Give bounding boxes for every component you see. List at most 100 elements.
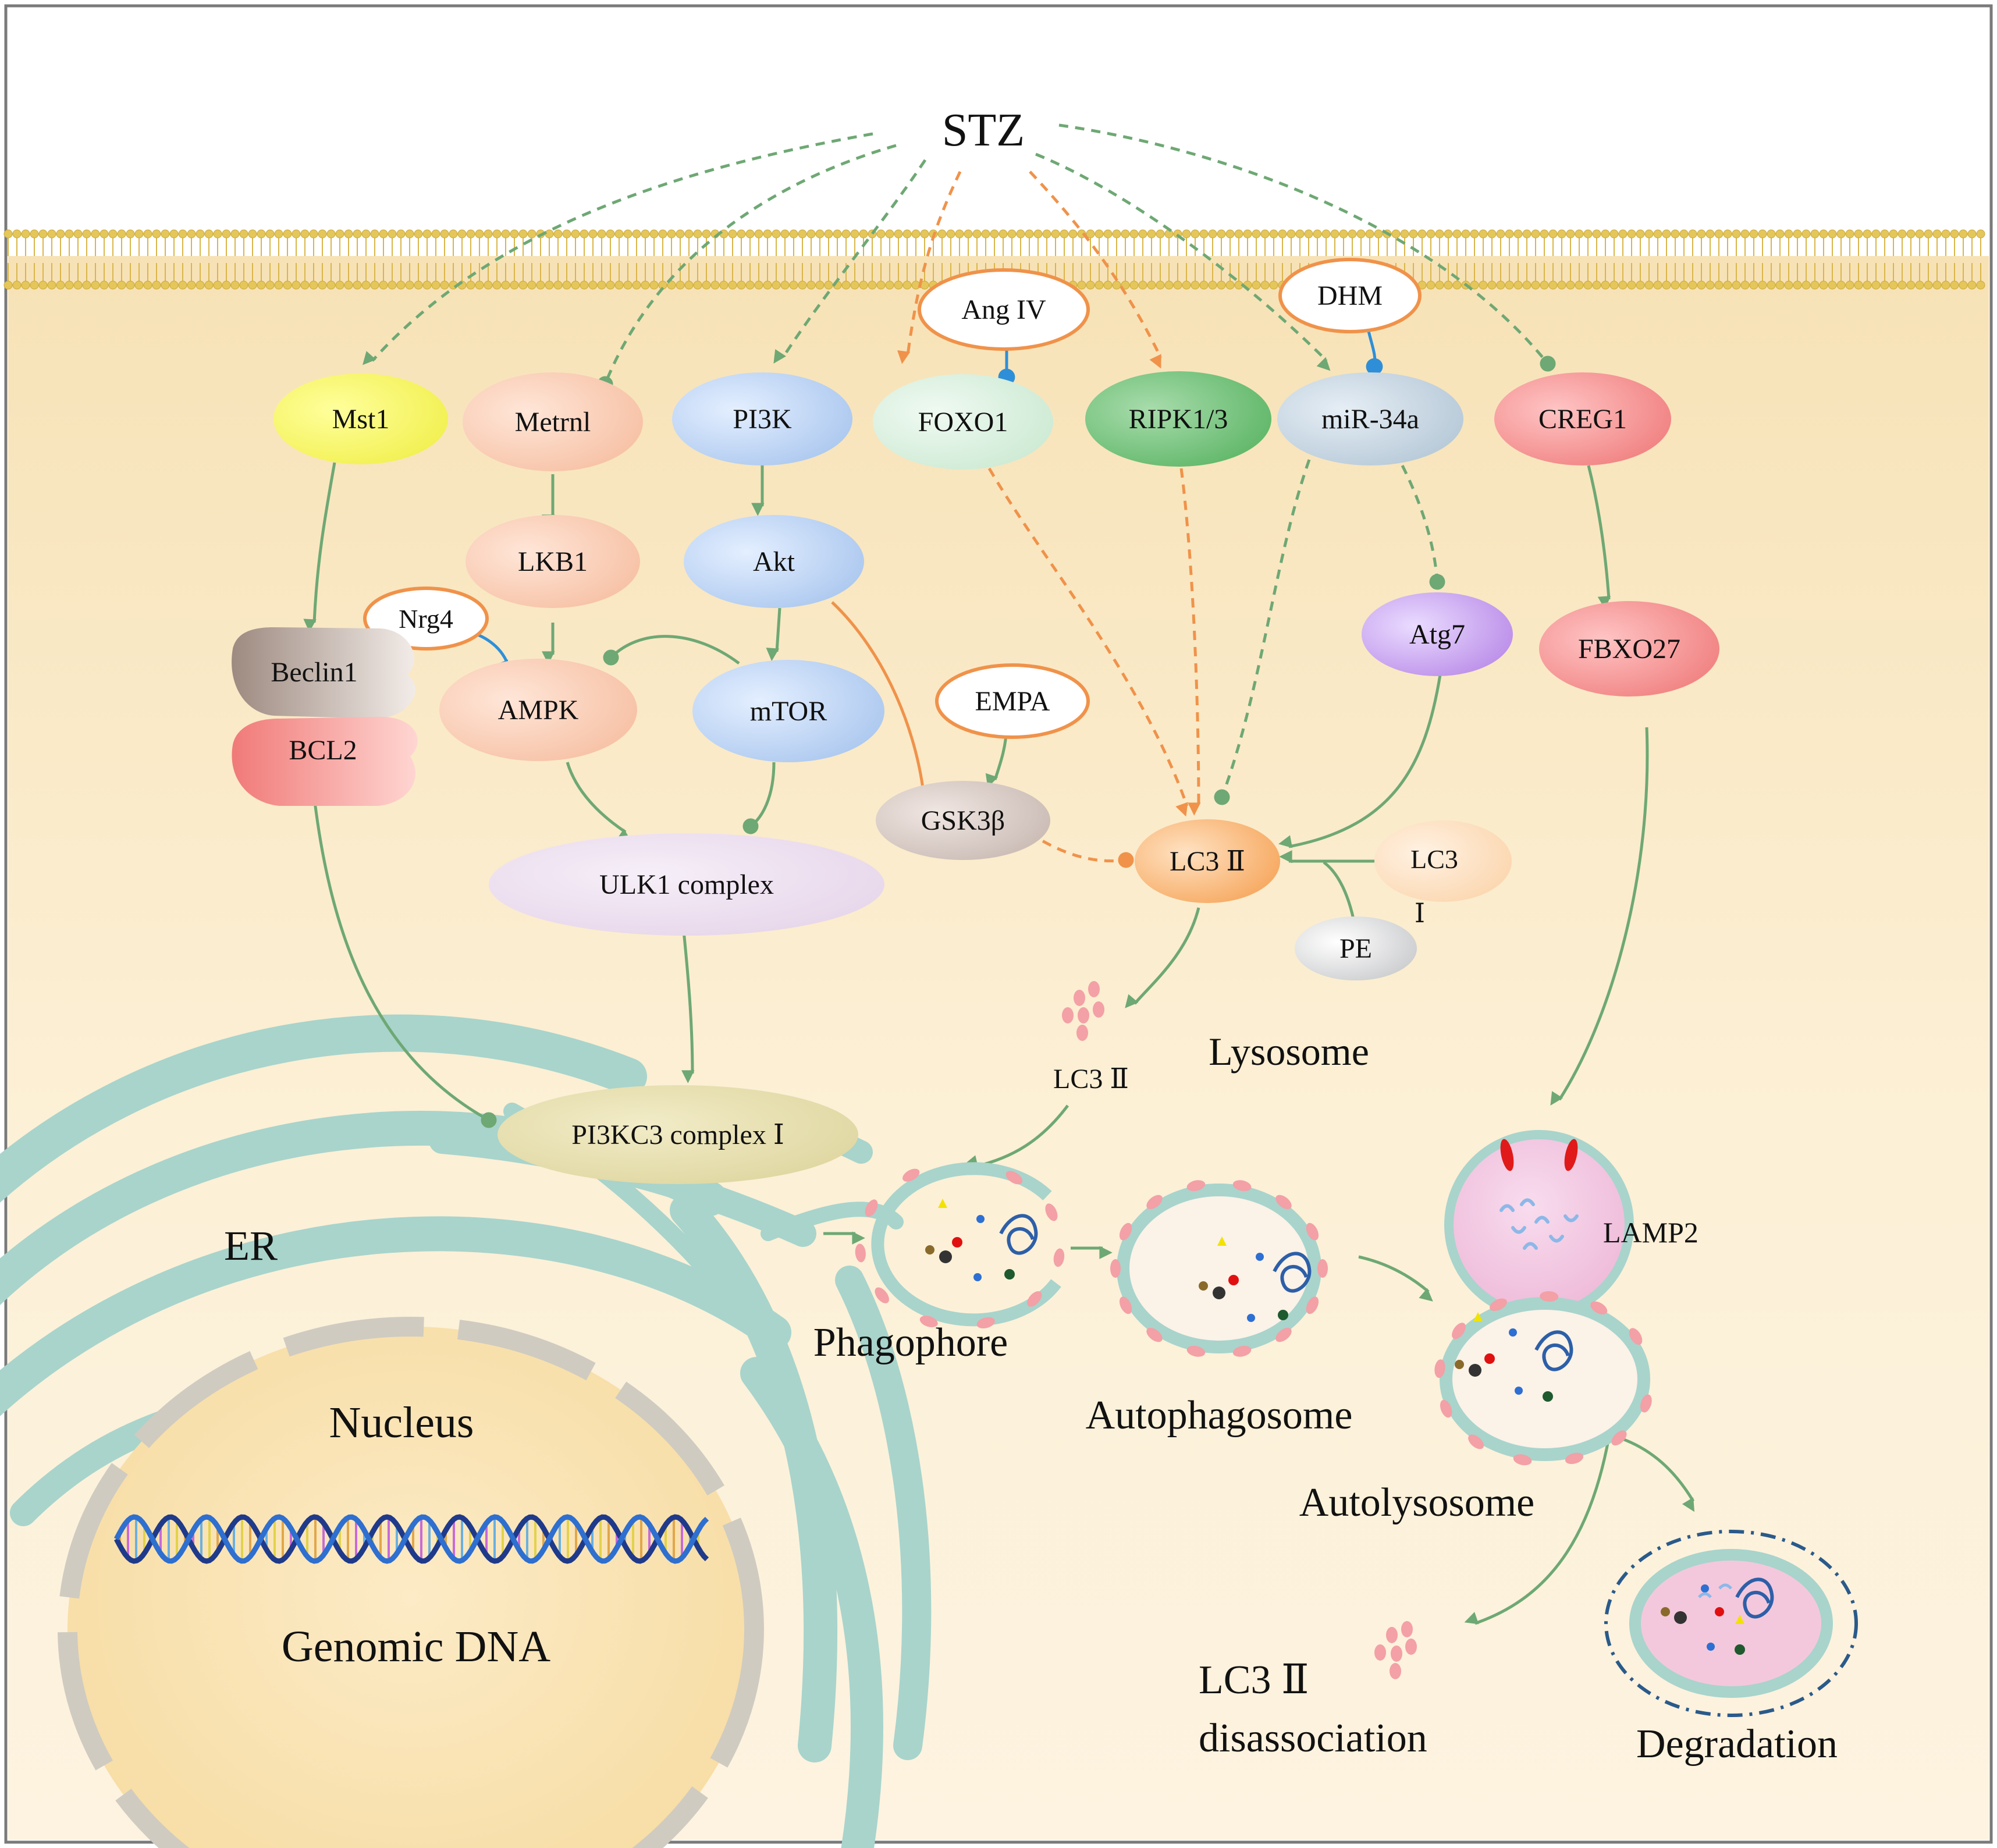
cell-membrane <box>3 229 1985 290</box>
er-label: ER <box>224 1222 278 1269</box>
bcl2-inhibits-pi3kc3 <box>312 797 497 1128</box>
nucleus-label: Nucleus <box>329 1398 474 1447</box>
foxo1-label: FOXO1 <box>918 407 1008 438</box>
autophagosome-label: Autophagosome <box>1086 1393 1353 1438</box>
node-ulk1-complex: ULK1 complex <box>489 833 884 936</box>
dhm-label: DHM <box>1317 280 1383 311</box>
node-lc3ii: LC3 Ⅱ <box>1135 819 1280 903</box>
akt-label: Akt <box>753 546 795 577</box>
lc3i-label-line1: LC3 <box>1410 844 1458 874</box>
lkb1-label: LKB1 <box>518 546 588 577</box>
gsk3b-label: GSK3β <box>921 805 1005 836</box>
autophagosome-cargo-icon <box>1199 1236 1312 1322</box>
foxo1-to-lc3ii <box>987 467 1189 817</box>
pe-label: PE <box>1339 933 1372 964</box>
empa-label: EMPA <box>975 686 1050 717</box>
atg7-to-lc3ii <box>1278 674 1442 848</box>
ripk-label: RIPK1/3 <box>1129 404 1228 435</box>
dna-helix-icon <box>114 1514 709 1564</box>
akt-inhibits-gsk3b <box>831 601 933 817</box>
lysosome-label: Lysosome <box>1209 1029 1369 1074</box>
ang-iv-label: Ang IV <box>961 294 1046 325</box>
node-ripk: RIPK1/3 <box>1085 371 1271 467</box>
nucleus <box>58 1317 764 1848</box>
autolysosome-label: Autolysosome <box>1299 1480 1534 1525</box>
frame-border <box>4 4 1993 1844</box>
ulk1-label: ULK1 complex <box>599 869 774 900</box>
node-mst1: Mst1 <box>273 374 448 464</box>
beclin1-label: Beclin1 <box>271 657 357 688</box>
membrane-lc3ii-dots <box>855 1168 1652 1466</box>
node-bcl2: BCL2 <box>232 716 418 806</box>
modulator-empa: EMPA <box>935 663 1090 739</box>
bcl2-label: BCL2 <box>289 735 357 766</box>
ampk-label: AMPK <box>498 695 579 726</box>
disassociation-label-line2: disassociation <box>1199 1716 1427 1761</box>
modulator-dhm: DHM <box>1278 258 1422 333</box>
lc3ii-to-vesicles <box>1125 907 1200 1008</box>
node-akt: Akt <box>684 515 864 608</box>
node-atg7: Atg7 <box>1362 592 1513 676</box>
node-gsk3b: GSK3β <box>876 781 1050 860</box>
node-lc3i: LC3 Ⅰ <box>1374 820 1512 928</box>
lysosome <box>1444 1130 1634 1320</box>
node-pi3k: PI3K <box>672 372 852 465</box>
autophagosome <box>1117 1184 1321 1353</box>
ulk1-to-pi3kc3 <box>681 930 695 1083</box>
node-pi3kc3-complex: PI3KC3 complex Ⅰ <box>498 1085 858 1184</box>
lysosome-enzymes-icon <box>1499 1198 1579 1250</box>
mst1-label: Mst1 <box>332 404 390 435</box>
node-ampk: AMPK <box>439 659 637 761</box>
autolysosome-cargo-icon <box>1455 1312 1573 1402</box>
disassociation-label-line1: LC3 Ⅱ <box>1199 1658 1309 1703</box>
lc3i-label-line2: Ⅰ <box>1415 898 1425 928</box>
lc3ii-small-label: LC3 Ⅱ <box>1053 1064 1129 1094</box>
nrg4-label: Nrg4 <box>399 604 453 634</box>
degradation-cargo-icon <box>1661 1577 1774 1655</box>
atg7-label: Atg7 <box>1409 619 1465 650</box>
autolysosome <box>1440 1297 1650 1461</box>
node-mir34a: miR-34a <box>1277 372 1463 465</box>
mir34a-label: miR-34a <box>1321 404 1419 435</box>
autophagosome-to-autolysosome <box>1358 1255 1433 1302</box>
node-beclin1: Beclin1 <box>232 627 415 719</box>
phagophore-cargo-icon <box>925 1199 1038 1281</box>
stz-to-mst1 <box>363 132 873 365</box>
mtor-label: mTOR <box>750 696 827 727</box>
node-metrnl: Metrnl <box>463 372 643 471</box>
metrnl-label: Metrnl <box>515 407 591 438</box>
node-creg1: CREG1 <box>1494 372 1671 465</box>
stz-to-metrnl <box>597 144 897 392</box>
creg1-label: CREG1 <box>1538 404 1627 435</box>
node-mtor: mTOR <box>692 660 884 762</box>
degradation-label: Degradation <box>1636 1722 1838 1767</box>
stz-to-creg1 <box>1058 123 1556 372</box>
modulator-ang-iv: Ang IV <box>918 268 1090 351</box>
mir34a-to-lc3ii <box>1214 459 1311 805</box>
node-fbxo27: FBXO27 <box>1539 601 1719 696</box>
degradation-vesicle <box>1604 1530 1858 1717</box>
ripk-to-lc3ii <box>1179 468 1201 816</box>
fbxo27-to-lysosome <box>1550 727 1649 1106</box>
pi3kc3-label: PI3KC3 complex Ⅰ <box>571 1120 784 1150</box>
stz-to-pi3k <box>773 159 927 364</box>
stz-label: STZ <box>942 105 1025 156</box>
lc3ii-label: LC3 Ⅱ <box>1170 846 1245 877</box>
stz-to-foxo1 <box>897 170 962 364</box>
phagophore <box>871 1162 1061 1327</box>
genomic-dna-label: Genomic DNA <box>282 1622 550 1671</box>
lamp2-label: LAMP2 <box>1603 1216 1698 1249</box>
fbxo27-label: FBXO27 <box>1578 634 1680 664</box>
creg1-to-fbxo27 <box>1587 465 1611 610</box>
phagophore-label: Phagophore <box>813 1320 1008 1365</box>
node-lkb1: LKB1 <box>466 515 640 608</box>
node-pe: PE <box>1295 916 1417 980</box>
node-foxo1: FOXO1 <box>873 374 1053 470</box>
pi3k-label: PI3K <box>733 404 792 435</box>
mtor-inhibits-ulk1 <box>742 762 776 834</box>
mst1-to-beclin1 <box>303 462 336 632</box>
autolysosome-to-degradation <box>1617 1435 1695 1512</box>
akt-to-mtor <box>766 607 781 662</box>
disassociated-lc3ii-icon <box>1374 1621 1417 1679</box>
